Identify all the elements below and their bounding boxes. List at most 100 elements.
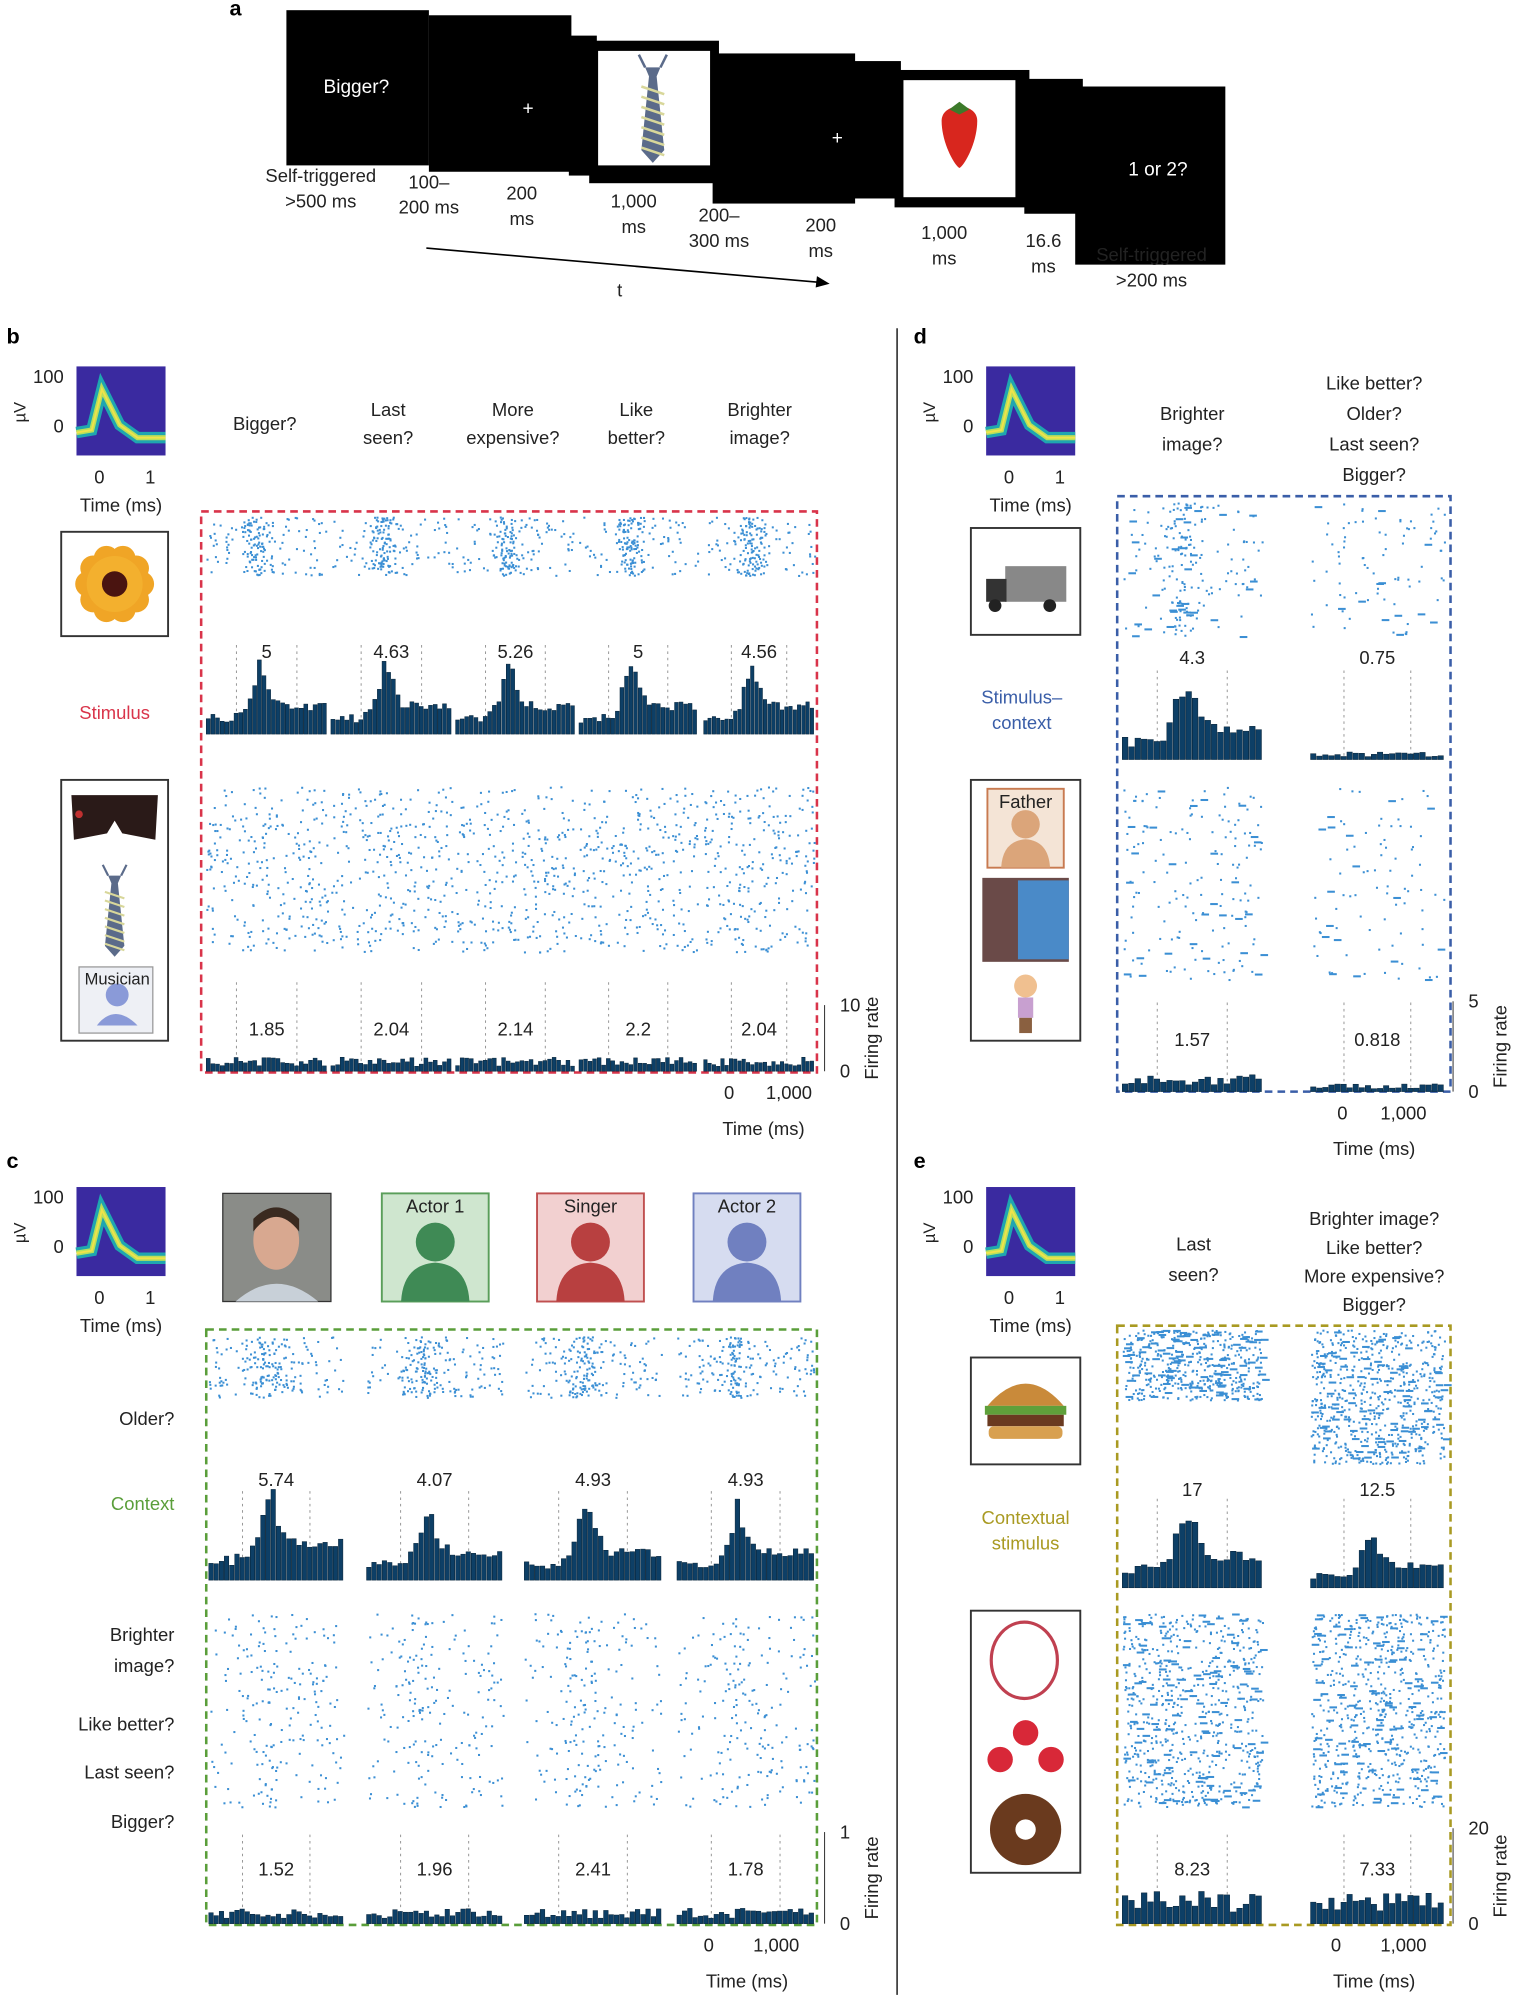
spike-mark [811,1791,814,1794]
spike-mark [760,573,763,576]
spike-mark [641,548,644,552]
spike-mark [527,1389,530,1392]
spike-mark [1339,594,1342,597]
spike-mark [269,1797,273,1800]
spike-mark [584,1708,587,1711]
spike-mark [776,815,779,818]
psth-bar [1340,1083,1347,1092]
spike-mark [358,573,361,576]
spike-mark [622,524,625,527]
spike-mark [1240,952,1248,955]
spike-mark [425,1382,429,1385]
spike-mark [309,901,312,904]
spike-mark [514,520,517,523]
spike-mark [736,1344,739,1347]
psth-bar [551,1057,557,1072]
duration-label: 200 ms [399,197,459,218]
spike-mark [677,1730,680,1733]
spike-mark [493,887,496,890]
y-axis-label: Firing rate [1490,1005,1511,1088]
spike-mark [650,1795,653,1798]
spike-mark [417,1671,420,1674]
spike-mark [243,921,246,924]
spike-mark [317,1705,320,1708]
spike-mark [404,1366,407,1369]
spike-mark [263,842,266,845]
spike-mark [629,549,632,552]
spike-mark [379,1346,382,1349]
spike-mark [794,925,797,928]
spike-mark [631,518,634,521]
spike-mark [573,1370,576,1373]
psth-bar [387,1562,393,1581]
spike-mark [401,528,404,531]
spike-mark [734,1382,737,1385]
spike-mark [255,1702,258,1705]
spike-mark [572,1396,575,1399]
spike-mark [605,883,608,886]
psth-bar [371,1913,377,1924]
spike-mark [623,854,626,857]
spike-mark [379,1338,382,1341]
spike-mark [741,905,744,908]
spike-mark [283,1344,286,1347]
spike-mark [524,1658,527,1661]
spike-mark [1343,627,1346,630]
spike-mark [751,1689,754,1692]
spike-mark [636,546,639,549]
spike-mark [583,1362,586,1365]
spike-mark [569,1658,572,1661]
spike-mark [247,519,250,522]
spike-mark [527,916,530,919]
spike-mark [763,1747,766,1750]
spike-mark [420,1658,423,1661]
spike-mark [804,937,807,940]
spike-mark [551,1748,554,1751]
spike-mark [574,1393,577,1396]
psth-bar [724,1065,729,1072]
spike-mark [314,547,317,550]
spike-mark [262,824,265,827]
psth-bar [687,703,693,735]
spike-mark [323,888,326,891]
psth-bar [1147,1075,1154,1092]
spike-mark [750,545,753,548]
spike-mark [479,1674,482,1677]
spike-mark [745,525,748,528]
spike-mark [510,911,513,914]
spike-mark [1362,871,1365,874]
spike-mark [556,1633,559,1636]
spike-mark [268,1759,271,1762]
psth-bar [1122,1083,1129,1092]
psth-bar [497,1915,503,1924]
psth-bar [255,1914,261,1924]
spike-mark [382,557,385,560]
spike-mark [751,522,754,525]
spike-mark [426,1396,429,1399]
spike-mark [583,903,586,906]
spike-mark [747,920,750,924]
psth-bar [432,704,438,735]
spike-mark [781,1387,784,1390]
psth-bar [229,720,234,735]
spike-mark [570,1358,573,1361]
spike-mark [678,833,681,836]
spike-mark [737,1668,740,1671]
spike-mark [515,565,518,568]
spike-mark [1354,521,1357,524]
spike-mark [260,1385,263,1388]
spike-mark [632,572,635,575]
spike-mark [421,1706,424,1710]
psth-bar [482,716,488,735]
spike-mark [266,866,269,869]
psth-bar [492,705,497,735]
spike-mark [444,541,447,544]
spike-mark [511,842,515,845]
spike-mark [688,1344,691,1347]
spike-mark [709,1355,712,1358]
spike-mark [717,1751,720,1754]
psth-bar [392,1565,398,1581]
spike-mark [701,1358,704,1361]
spike-mark [1171,527,1174,530]
spike-mark [1181,552,1184,555]
